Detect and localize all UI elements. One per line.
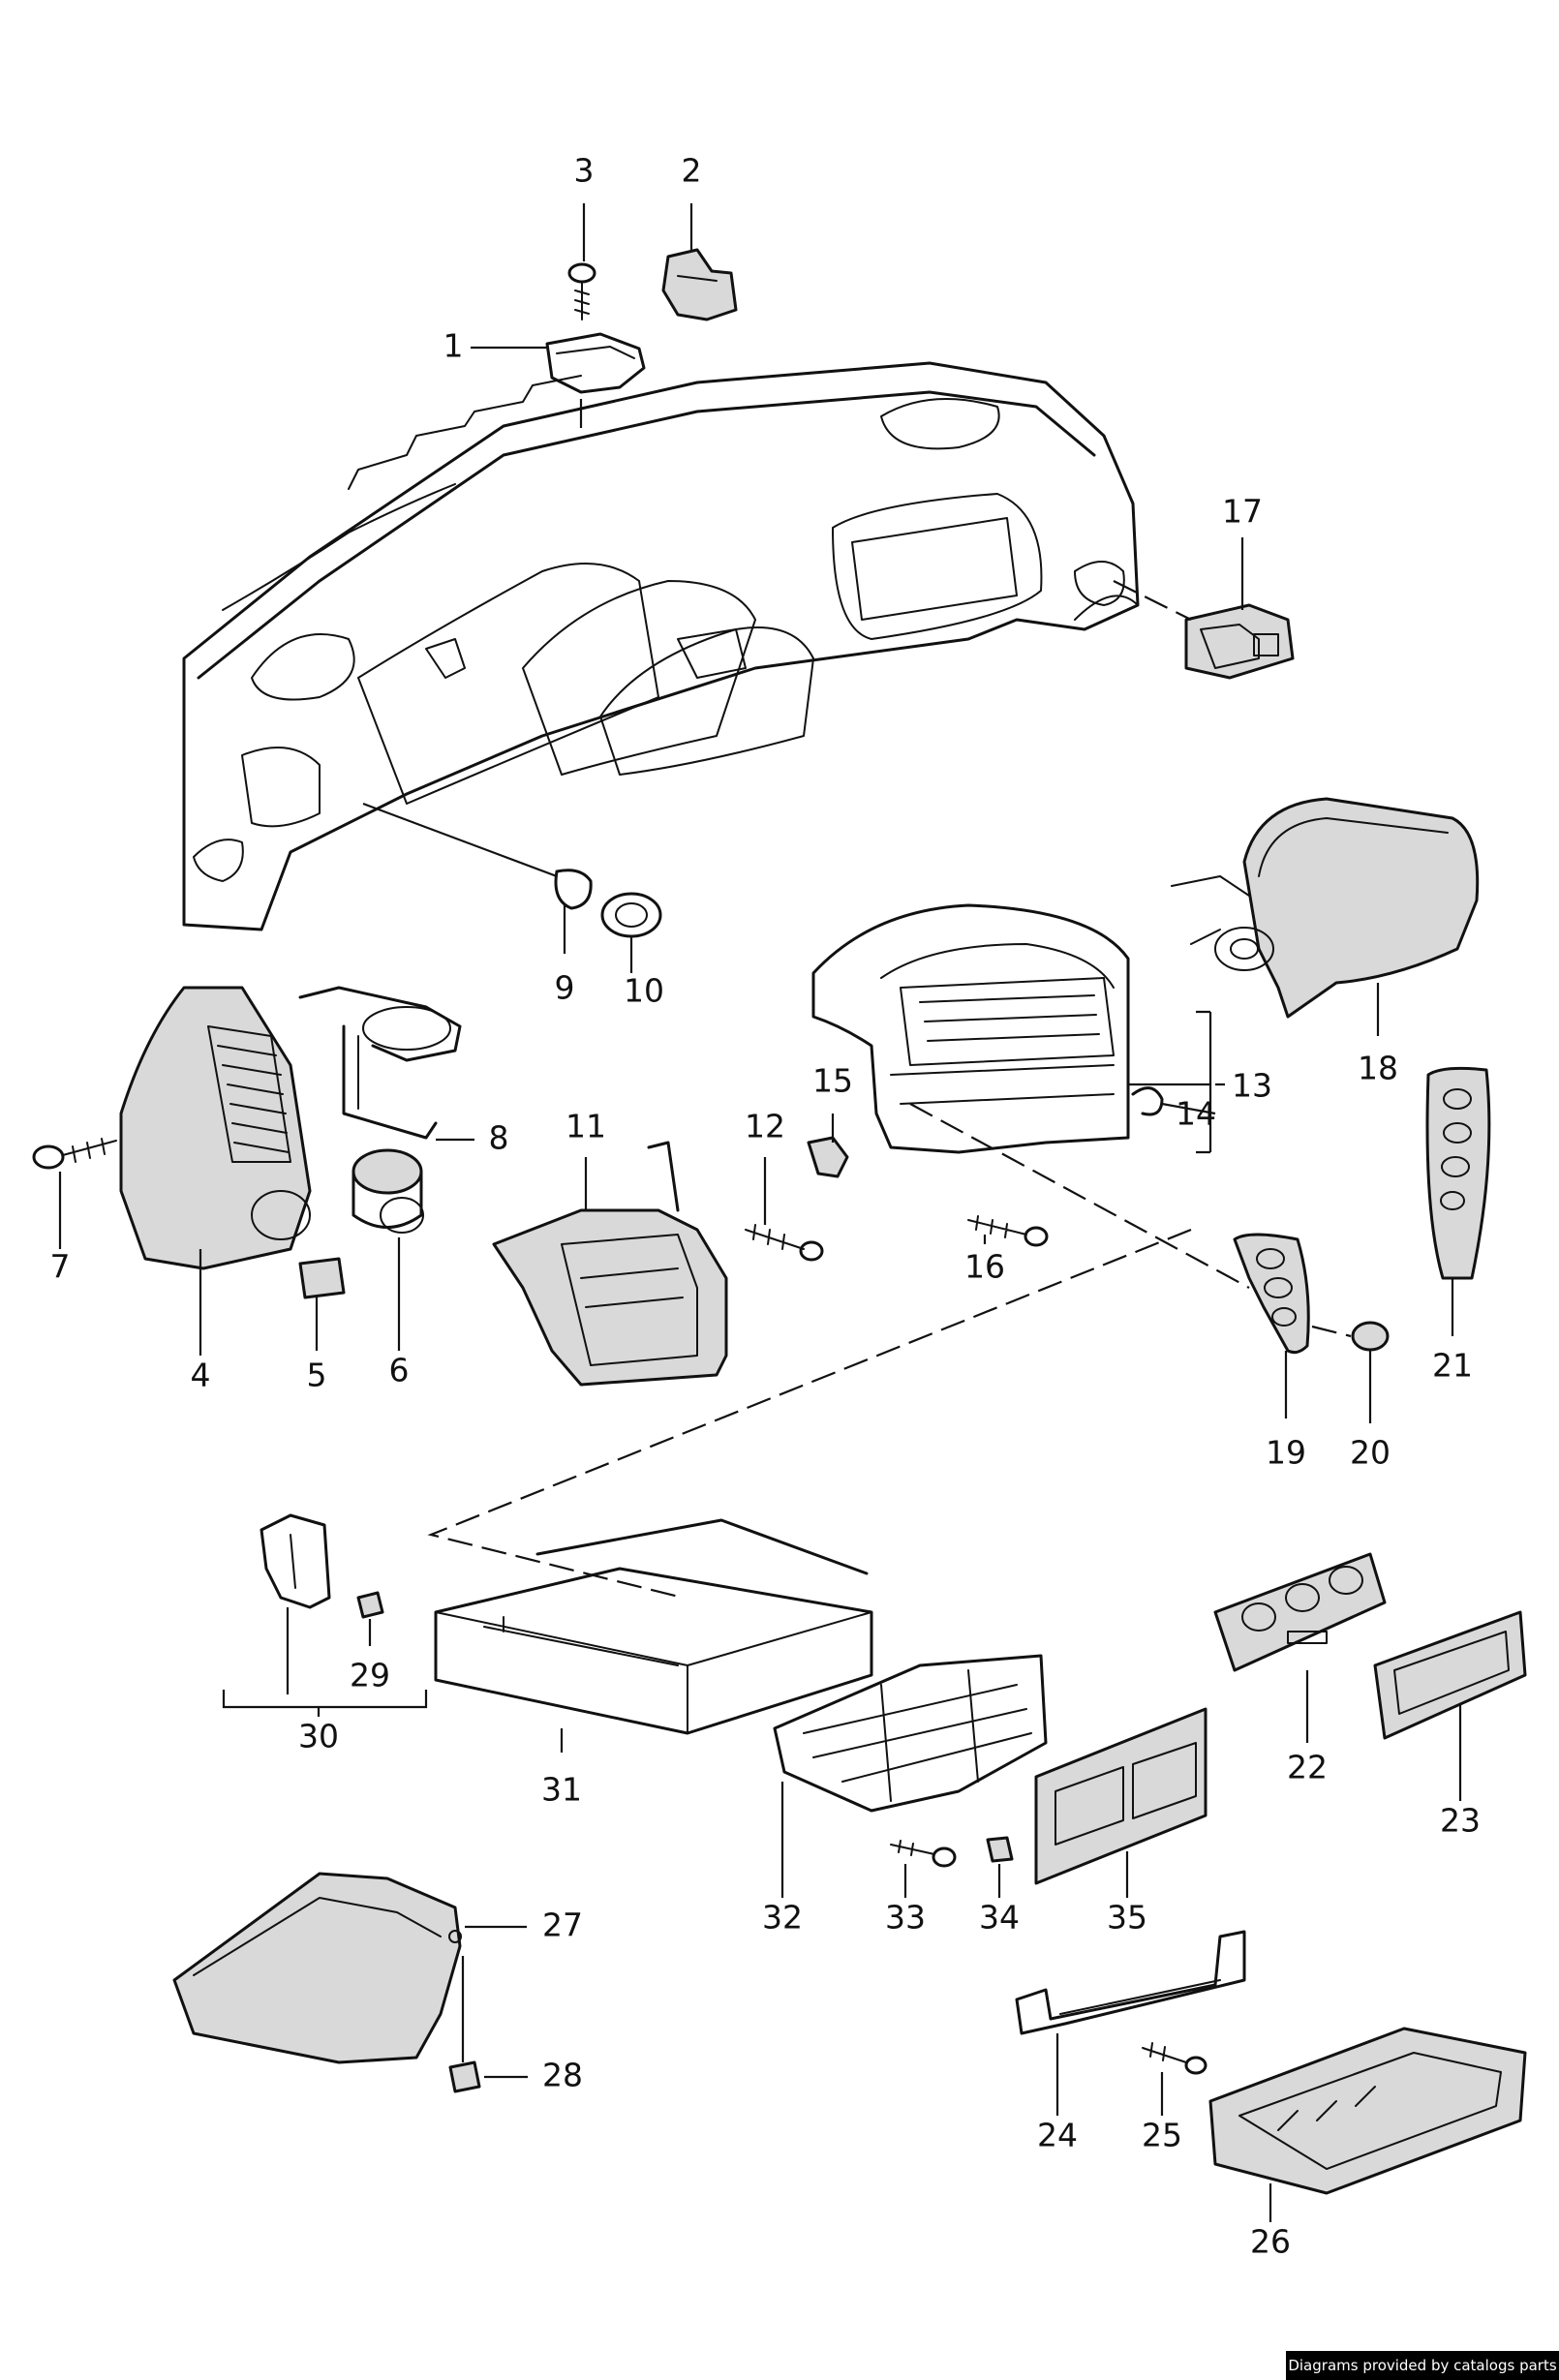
part-number-9: 9 <box>555 969 575 1007</box>
part-number-13: 13 <box>1232 1067 1272 1105</box>
part-number-10: 10 <box>624 972 664 1010</box>
part-number-31: 31 <box>541 1771 582 1809</box>
part-number-2: 2 <box>682 152 702 190</box>
trim-panel-part-21 <box>1425 1066 1491 1280</box>
diagram-credit: Diagrams provided by catalogs parts <box>1286 2351 1559 2380</box>
part-number-24: 24 <box>1037 2117 1078 2154</box>
clip-part-9 <box>554 869 593 910</box>
storage-tray-part-26 <box>1208 2027 1527 2195</box>
bracket-part-24 <box>1015 1930 1246 2035</box>
cover-part-27 <box>172 1872 462 2064</box>
grommet-part-10 <box>600 892 662 938</box>
screw-part-12 <box>745 1224 824 1262</box>
bracket-part-30 <box>260 1513 331 1609</box>
mounting-frame-part-32 <box>773 1654 1048 1813</box>
part-number-5: 5 <box>307 1357 327 1394</box>
screw-part-25 <box>1142 2042 1207 2075</box>
part-number-16: 16 <box>964 1248 1005 1286</box>
part-number-1: 1 <box>443 327 464 365</box>
plug-part-20 <box>1351 1321 1390 1352</box>
part-number-29: 29 <box>350 1657 390 1694</box>
screw-part-7 <box>32 1138 117 1170</box>
leader-lines <box>58 203 1462 2222</box>
part-number-15: 15 <box>812 1062 853 1100</box>
screw-part-3 <box>567 262 596 320</box>
bracket-part-1 <box>545 332 646 428</box>
part-number-28: 28 <box>542 2057 583 2094</box>
clip-part-5 <box>298 1257 346 1299</box>
bezel-part-23 <box>1373 1610 1527 1740</box>
side-vent-part-4 <box>119 986 312 1270</box>
bracket-part-8 <box>298 986 462 1140</box>
part-number-4: 4 <box>191 1357 211 1394</box>
part-number-6: 6 <box>389 1352 410 1389</box>
screw-part-33 <box>890 1840 957 1868</box>
part-number-35: 35 <box>1107 1899 1147 1937</box>
center-vent-frame-part-13 <box>811 903 1130 1154</box>
nut-part-34 <box>986 1836 1014 1863</box>
part-number-8: 8 <box>489 1119 509 1157</box>
part-number-3: 3 <box>574 152 595 190</box>
radio-unit-part-31 <box>434 1518 873 1735</box>
screw-part-16 <box>967 1215 1049 1247</box>
dashboard-carrier <box>182 361 1140 931</box>
part-number-30: 30 <box>298 1718 339 1755</box>
part-number-23: 23 <box>1440 1802 1481 1840</box>
part-number-22: 22 <box>1287 1749 1328 1786</box>
console-housing-part-11 <box>492 1141 728 1387</box>
part-number-14: 14 <box>1176 1095 1216 1133</box>
part-number-34: 34 <box>979 1899 1020 1937</box>
part-number-11: 11 <box>566 1108 606 1145</box>
panel-part-35 <box>1034 1707 1207 1885</box>
part-number-labels: 1 2 3 4 5 6 7 8 9 10 11 12 13 14 15 16 1… <box>50 152 1482 2261</box>
nut-part-28 <box>448 1956 481 2093</box>
part-number-27: 27 <box>542 1907 583 1944</box>
airbag-module-part-18 <box>1171 797 1480 1019</box>
part-number-7: 7 <box>50 1248 71 1286</box>
switch-part-17 <box>1184 603 1295 680</box>
clip-part-14 <box>1131 1086 1164 1116</box>
control-panel-part-22 <box>1213 1552 1387 1672</box>
part-number-20: 20 <box>1350 1434 1391 1472</box>
retainer-part-15 <box>807 1136 849 1178</box>
clip-part-29 <box>356 1591 384 1619</box>
part-number-26: 26 <box>1250 2223 1291 2261</box>
clip-part-2 <box>661 248 738 321</box>
part-number-18: 18 <box>1358 1050 1398 1087</box>
vent-nozzle-part-6 <box>352 1148 424 1234</box>
part-number-32: 32 <box>762 1899 803 1937</box>
part-number-21: 21 <box>1432 1347 1473 1385</box>
part-number-25: 25 <box>1142 2117 1182 2154</box>
part-number-12: 12 <box>745 1108 785 1145</box>
trim-panel-part-19 <box>1233 1233 1310 1355</box>
part-number-17: 17 <box>1222 493 1263 531</box>
part-number-33: 33 <box>885 1899 926 1937</box>
part-number-19: 19 <box>1266 1434 1306 1472</box>
